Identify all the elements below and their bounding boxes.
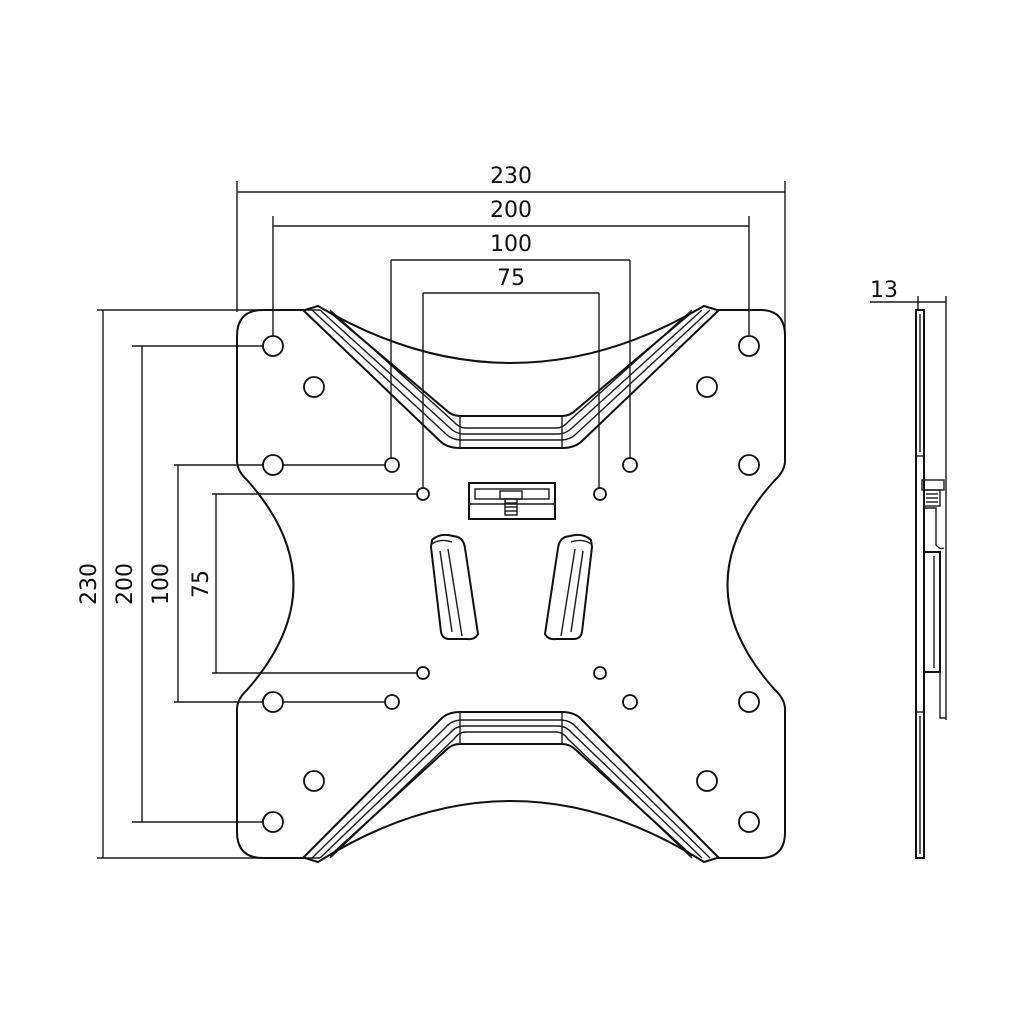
hole-100-bottom-right <box>622 694 638 710</box>
top-dimensions: 230 200 100 75 <box>236 164 786 490</box>
hole-100-top-left <box>384 457 400 473</box>
dim-height-100: 100 <box>149 563 174 605</box>
plate-outline <box>235 304 787 864</box>
left-dimensions: 230 200 100 75 <box>77 309 418 859</box>
hole-lower-left <box>303 770 325 792</box>
dim-depth-13: 13 <box>870 278 898 303</box>
dim-height-230: 230 <box>77 563 102 605</box>
left-hook-bracket <box>429 533 480 641</box>
dim-width-200: 200 <box>490 198 532 223</box>
hole-200-bottom-right <box>738 811 760 833</box>
hole-side-bottom-left <box>262 691 284 713</box>
dim-height-200: 200 <box>113 563 138 605</box>
side-view: 13 <box>870 278 947 859</box>
hole-75-top-right <box>593 487 607 501</box>
dim-width-75: 75 <box>497 266 525 291</box>
right-hook-bracket <box>543 533 594 641</box>
hole-100-bottom-left <box>384 694 400 710</box>
top-stiffener-rib <box>302 309 720 449</box>
hole-upper-left <box>303 376 325 398</box>
center-locking-clip <box>468 482 556 520</box>
mounting-holes <box>262 335 760 833</box>
hole-100-top-right <box>622 457 638 473</box>
hole-75-top-left <box>416 487 430 501</box>
hole-200-bottom-left <box>262 811 284 833</box>
hole-side-top-left <box>262 454 284 476</box>
hole-200-top-right <box>738 335 760 357</box>
bottom-stiffener-rib <box>302 711 720 859</box>
hole-lower-right <box>696 770 718 792</box>
hole-upper-right <box>696 376 718 398</box>
hole-200-top-left <box>262 335 284 357</box>
hole-side-top-right <box>738 454 760 476</box>
dim-width-100: 100 <box>490 232 532 257</box>
hole-75-bottom-left <box>416 666 430 680</box>
hole-side-bottom-right <box>738 691 760 713</box>
dim-width-230: 230 <box>490 164 532 189</box>
hole-75-bottom-right <box>593 666 607 680</box>
dim-height-75: 75 <box>189 570 214 598</box>
